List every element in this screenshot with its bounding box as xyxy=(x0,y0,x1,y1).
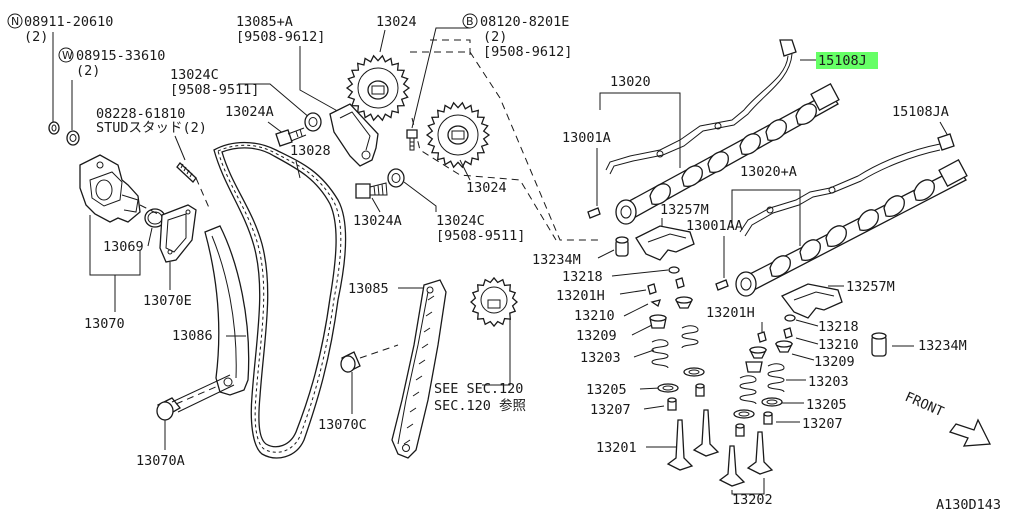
label-13205-left: 13205 xyxy=(586,382,627,398)
chain-guide-13085 xyxy=(391,279,447,459)
washer-08915 xyxy=(66,130,80,146)
valve-group-right xyxy=(718,314,796,487)
label-13257m-right: 13257M xyxy=(846,279,895,295)
label-13020: 13020 xyxy=(610,74,651,90)
dowel-pin-13001aa xyxy=(715,279,729,291)
label-08911-20610: 08911-20610 xyxy=(24,14,113,30)
cam-bracket-13257m-top xyxy=(635,225,695,261)
label-13209-left: 13209 xyxy=(576,328,617,344)
label-15108j: 15108J xyxy=(818,53,867,69)
label-9508-9612-b: [9508-9612] xyxy=(483,44,572,60)
plug-13234m-left xyxy=(615,236,629,257)
bolt-13024a-top xyxy=(275,127,307,147)
label-13070c: 13070C xyxy=(318,417,367,433)
label-diagram-code: A130D143 xyxy=(936,497,1001,512)
label-13257m-top: 13257M xyxy=(660,202,709,218)
chain-guide-13085a xyxy=(329,103,379,167)
label-13234m-left: 13234M xyxy=(532,252,581,268)
label-13205-right: 13205 xyxy=(806,397,847,413)
label-13001aa: 13001AA xyxy=(686,218,743,234)
bolt-13070c xyxy=(340,351,361,373)
washer-13024c-mid xyxy=(387,168,405,188)
valve-group-left xyxy=(647,266,720,471)
cam-bracket-13257m-right xyxy=(780,283,843,319)
label-13070a: 13070A xyxy=(136,453,185,469)
label-08228-61810: 08228-61810 xyxy=(96,106,185,122)
washer-13024c-top xyxy=(304,112,322,132)
bolt-08120 xyxy=(406,129,418,151)
label-08915-qty: (2) xyxy=(76,63,100,79)
label-13209-right: 13209 xyxy=(814,354,855,370)
highlight-15108j xyxy=(816,52,878,69)
oil-pipe-15108ja xyxy=(739,133,955,237)
label-13024c-top: 13024C xyxy=(170,67,219,83)
label-13218-left: 13218 xyxy=(562,269,603,285)
label-13024a-mid: 13024A xyxy=(353,213,402,229)
svg-text:B: B xyxy=(466,15,474,28)
label-13210-right: 13210 xyxy=(818,337,859,353)
label-13201h-right: 13201H xyxy=(706,305,755,321)
label-13024-mid: 13024 xyxy=(466,180,507,196)
label-13207-right: 13207 xyxy=(802,416,843,432)
label-front: FRONT xyxy=(902,389,946,420)
label-13020-a: 13020+A xyxy=(740,164,797,180)
chain-guide-13086 xyxy=(204,225,250,396)
label-08911-qty: (2) xyxy=(24,29,48,45)
label-13207-left: 13207 xyxy=(590,402,631,418)
label-13201h-left: 13201H xyxy=(556,288,605,304)
bolt-13024a-mid xyxy=(355,182,388,199)
label-13024-top: 13024 xyxy=(376,14,417,30)
label-13070: 13070 xyxy=(84,316,125,332)
label-13028: 13028 xyxy=(290,143,331,159)
cam-sprocket-lower xyxy=(425,101,491,169)
crank-sprocket xyxy=(470,276,518,328)
label-13210-left: 13210 xyxy=(574,308,615,324)
symbol-b: B xyxy=(462,13,478,29)
dowel-pin-13001a xyxy=(587,207,601,219)
label-13001a: 13001A xyxy=(562,130,611,146)
label-15108ja: 15108JA xyxy=(892,104,949,120)
label-08120-qty: (2) xyxy=(483,29,507,45)
label-13202: 13202 xyxy=(732,492,773,508)
label-13024c-mid: 13024C xyxy=(436,213,485,229)
chain-tensioner xyxy=(79,154,141,223)
oil-pipe-15108j xyxy=(605,39,797,175)
svg-text:N: N xyxy=(11,15,19,28)
label-13086: 13086 xyxy=(172,328,213,344)
bolt-13070a xyxy=(156,374,235,421)
label-13201: 13201 xyxy=(596,440,637,456)
label-13085: 13085 xyxy=(348,281,389,297)
label-sec-120-ref: SEC.120 参照 xyxy=(434,397,526,414)
stud xyxy=(176,162,197,183)
label-13024a-top: 13024A xyxy=(225,104,274,120)
nut-08911 xyxy=(48,121,60,135)
label-13234m-right: 13234M xyxy=(918,338,967,354)
label-13070e: 13070E xyxy=(143,293,192,309)
label-see-sec-120: SEE SEC.120 xyxy=(434,381,523,397)
symbol-n: N xyxy=(7,13,23,29)
label-9508-9612-a: [9508-9612] xyxy=(236,29,325,45)
symbol-w: W xyxy=(58,47,74,63)
label-stud: STUDスタッド(2) xyxy=(96,120,207,136)
label-13218-right: 13218 xyxy=(818,319,859,335)
label-13085-a: 13085+A xyxy=(236,14,293,30)
front-arrow: FRONT xyxy=(902,389,992,447)
plug-13234m-right xyxy=(871,332,887,357)
timing-chain-13028 xyxy=(213,141,347,459)
camshaft-13020 xyxy=(615,83,840,225)
svg-text:W: W xyxy=(62,49,73,62)
label-08915-33610: 08915-33610 xyxy=(76,48,165,64)
label-08120-8201e: 08120-8201E xyxy=(480,14,569,30)
label-13203-right: 13203 xyxy=(808,374,849,390)
label-9508-9511-a: [9508-9511] xyxy=(170,82,259,98)
label-13203-left: 13203 xyxy=(580,350,621,366)
cam-sprocket-upper xyxy=(345,54,411,122)
camshaft-13020-a xyxy=(735,159,968,297)
label-9508-9511-b: [9508-9511] xyxy=(436,228,525,244)
gasket-13070e xyxy=(159,204,197,263)
label-13069: 13069 xyxy=(103,239,144,255)
